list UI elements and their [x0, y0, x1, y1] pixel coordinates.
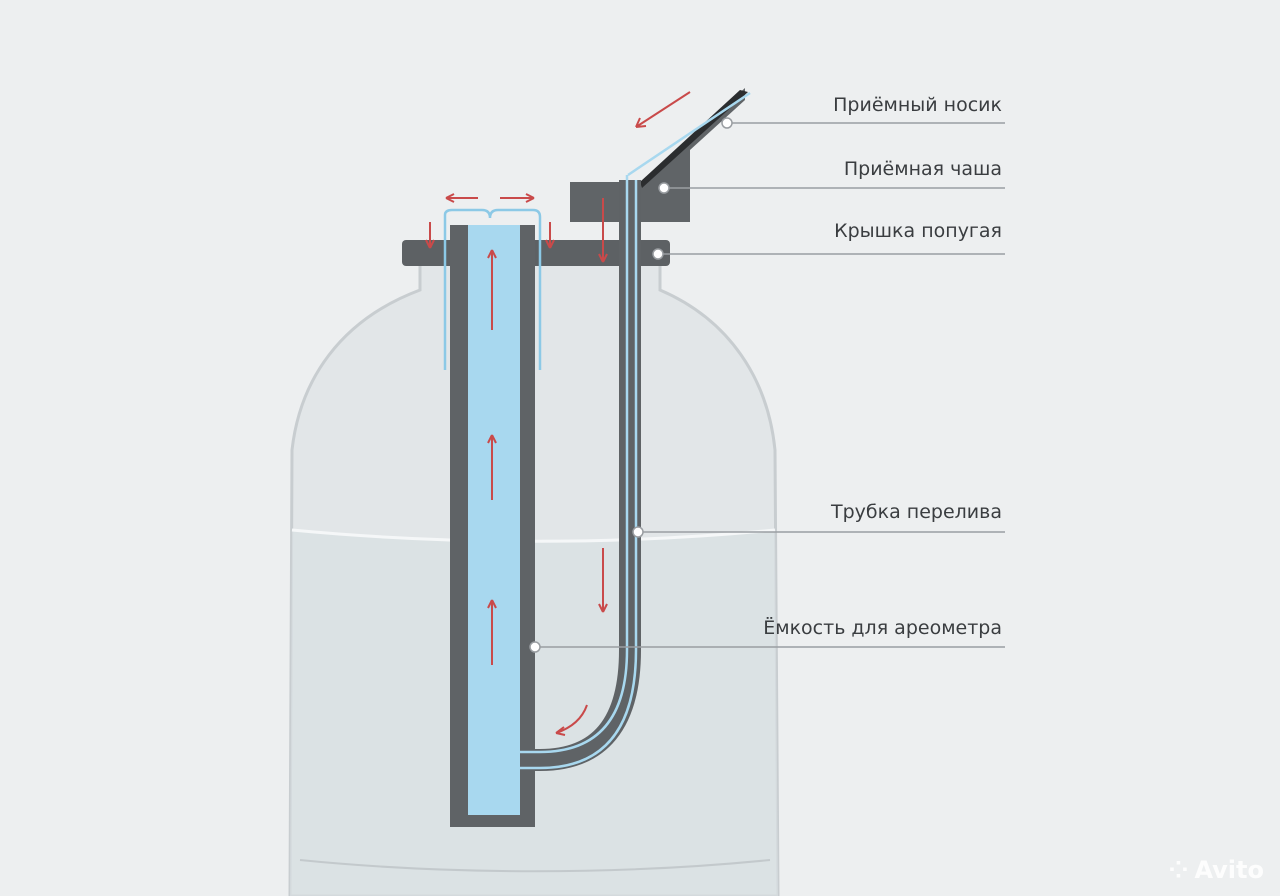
receiving-cup — [570, 88, 751, 222]
flow-arrows — [425, 91, 691, 736]
label-cup: Приёмная чаша — [843, 158, 1002, 180]
watermark-text: Avito — [1194, 856, 1264, 884]
avito-logo-icon: ⁘ — [1168, 856, 1189, 884]
label-overflow-tube: Трубка перелива — [831, 501, 1002, 523]
leader-lines — [529, 117, 1005, 653]
label-areometer-container: Ёмкость для ареометра — [763, 617, 1002, 639]
watermark: ⁘ Avito — [1168, 856, 1264, 884]
label-spout: Приёмный носик — [833, 94, 1002, 116]
label-lid: Крышка попугая — [834, 220, 1002, 242]
overflow-tube — [520, 175, 641, 771]
